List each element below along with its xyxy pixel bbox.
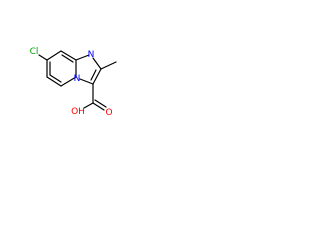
bond <box>38 54 48 61</box>
double-bond-inner <box>90 69 97 81</box>
pyridine-ring <box>46 50 77 87</box>
carbonyl-double-bond <box>92 102 105 111</box>
nitrogen-atom-label: N <box>88 50 95 60</box>
carbonyl-double-bond <box>94 99 107 108</box>
double-bond-inner <box>49 74 62 83</box>
chlorine-atom-label: Cl <box>30 47 39 57</box>
chemical-structure: Cl N N OH O <box>30 47 117 118</box>
substituents <box>38 54 117 111</box>
imidazole-ring <box>75 54 102 85</box>
bond <box>92 68 102 85</box>
carbonyl-oxygen-label: O <box>105 108 112 118</box>
hydroxyl-label: OH <box>71 107 85 117</box>
bond <box>75 54 90 61</box>
methyl-bond <box>100 61 117 70</box>
bond <box>92 57 102 70</box>
bond <box>83 102 94 109</box>
bond <box>60 50 77 61</box>
bond <box>46 50 62 61</box>
bridgehead-nitrogen-atom-label: N <box>74 74 81 84</box>
double-bond-inner <box>61 54 74 63</box>
bond <box>46 76 62 87</box>
bond <box>79 78 94 85</box>
bond <box>60 76 77 87</box>
